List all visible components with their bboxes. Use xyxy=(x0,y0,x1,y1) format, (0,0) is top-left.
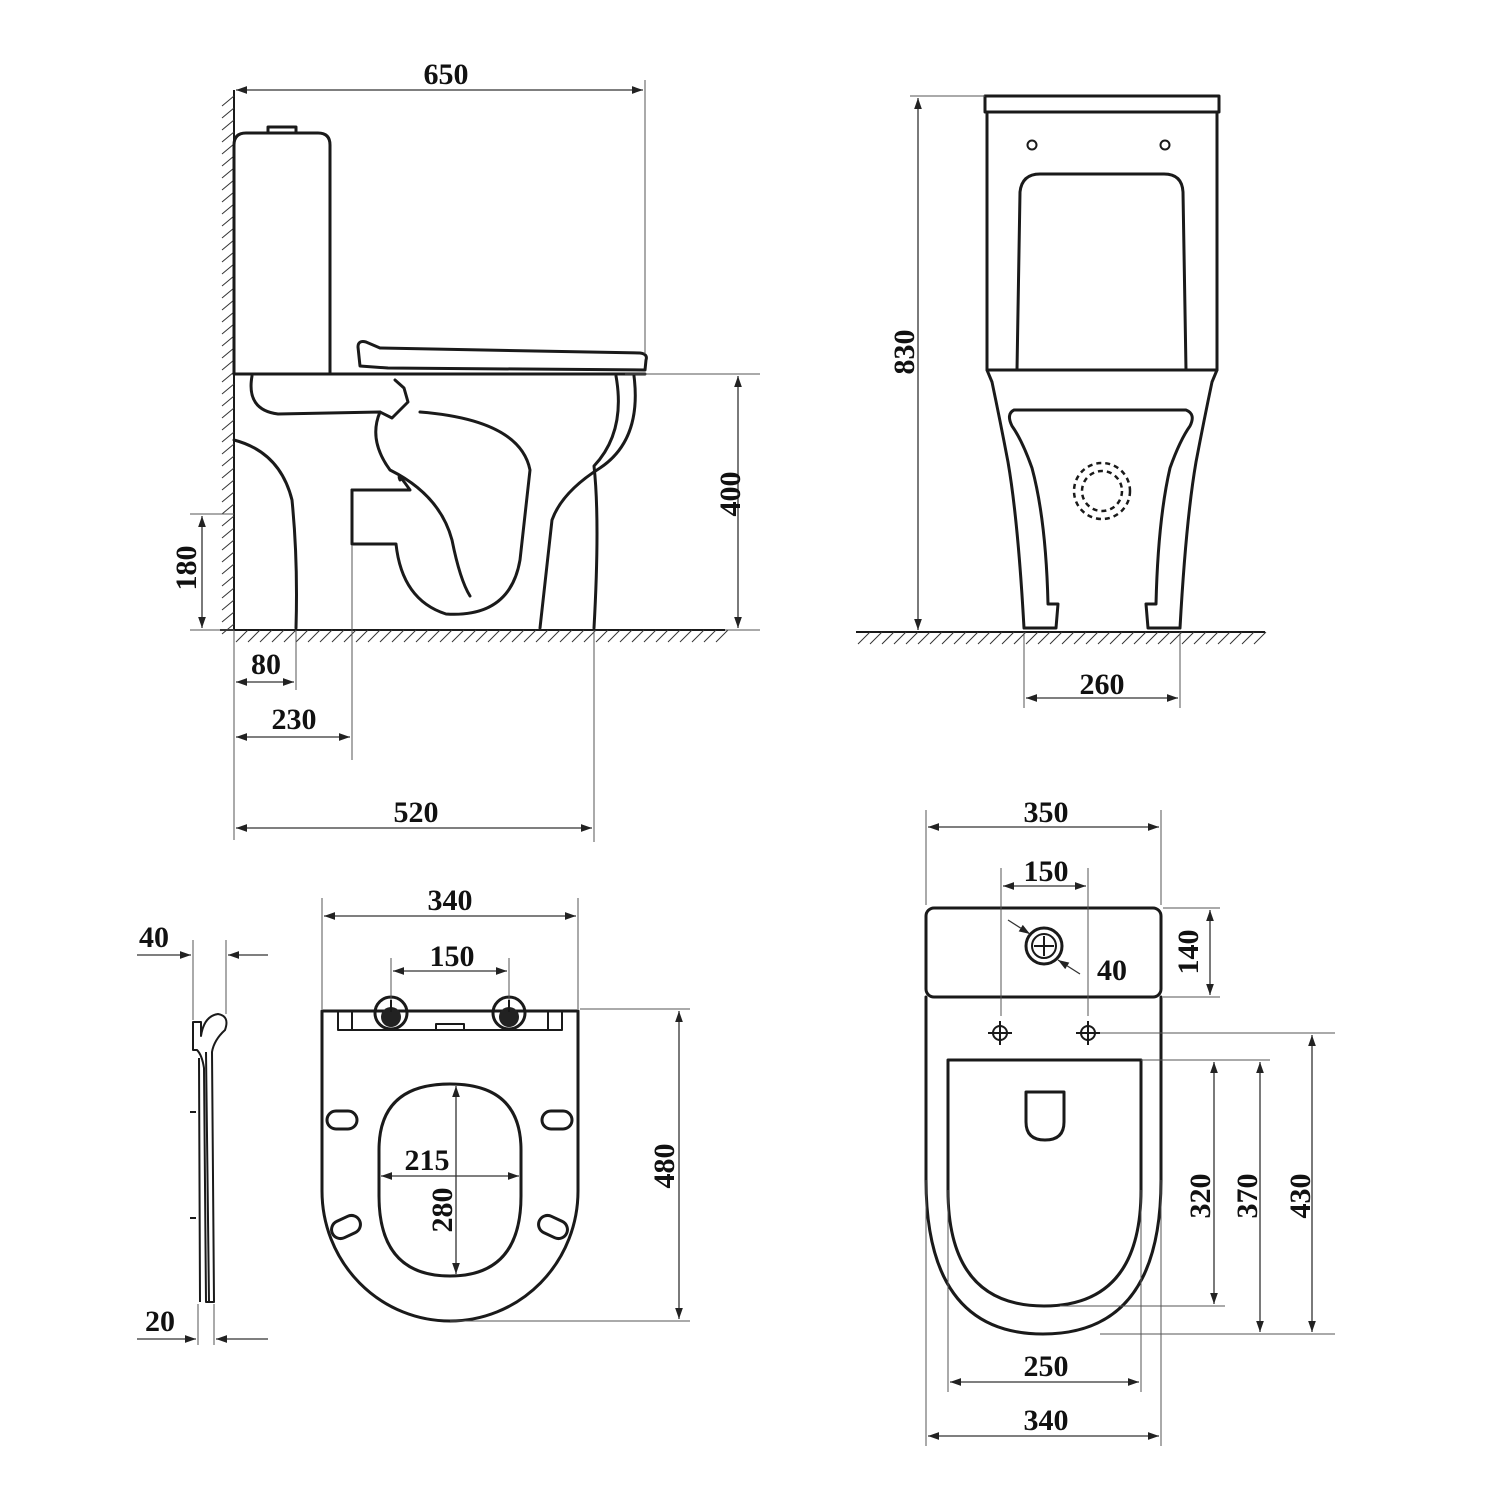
seat-profile: 40 20 xyxy=(137,921,268,1345)
dim-wall-to-outlet: 230 xyxy=(272,703,317,736)
outlet-hole-outer xyxy=(1072,461,1132,521)
dim-depth-320: 320 xyxy=(1184,1174,1217,1219)
bowl-outlet-top xyxy=(1024,1090,1066,1142)
dim-cistern-width: 350 xyxy=(1024,796,1069,829)
dim-seat-thickness-bottom: 20 xyxy=(145,1305,175,1338)
pedestal-front xyxy=(232,438,298,630)
dim-wall-to-foot: 80 xyxy=(251,648,281,681)
trapway xyxy=(350,410,532,616)
seat-hole-right xyxy=(1076,1021,1100,1045)
dim-button-diameter: 40 xyxy=(1097,954,1127,987)
bowl-foot-side xyxy=(592,374,620,630)
bowl-top-inner xyxy=(946,1058,1143,1308)
seat-bumper-br xyxy=(537,1213,569,1241)
dim-overall-length: 650 xyxy=(424,58,469,91)
hinge-right xyxy=(491,995,527,1031)
flush-button-top xyxy=(1024,926,1064,966)
dim-foot-spacing: 260 xyxy=(1080,668,1125,701)
dim-bowl-outer-width: 340 xyxy=(1024,1404,1069,1437)
lid-hole-right xyxy=(1159,139,1171,151)
bowl-body-side xyxy=(538,374,637,630)
side-view: 650 400 180 80 230 520 xyxy=(170,58,760,842)
bowl-top-outline xyxy=(924,995,1163,1336)
top-view: 350 150 140 40 320 370 430 250 340 xyxy=(924,796,1335,1446)
dim-depth-430: 430 xyxy=(1284,1174,1317,1219)
outlet-hole-inner xyxy=(1080,469,1124,513)
seat-bumper-bl xyxy=(330,1213,362,1241)
seat-profile-shape xyxy=(192,1013,228,1303)
lid-hole-left xyxy=(1026,139,1038,151)
seat-profile-inner xyxy=(198,1051,210,1303)
front-view: 830 260 xyxy=(856,94,1267,708)
dim-seat-thickness-top: 40 xyxy=(139,921,169,954)
cistern-top xyxy=(924,906,1163,999)
hinge-left xyxy=(373,995,409,1031)
dim-hole-spacing: 150 xyxy=(1024,855,1069,888)
seat-hole-left xyxy=(988,1021,1012,1045)
dim-base-length: 520 xyxy=(394,796,439,829)
dim-opening-length: 280 xyxy=(426,1188,459,1233)
seat-hinge-rail xyxy=(337,1011,563,1031)
flush-button-side xyxy=(266,125,298,135)
cistern-panel xyxy=(1015,172,1188,372)
wall-hatch xyxy=(221,95,235,635)
seat-opening xyxy=(377,1082,523,1278)
dim-hinge-spacing: 150 xyxy=(430,940,475,973)
seat-bumper-tl xyxy=(325,1109,359,1131)
dim-depth-370: 370 xyxy=(1231,1174,1264,1219)
dim-overall-height: 830 xyxy=(888,330,921,375)
cistern-lid-front xyxy=(983,94,1221,114)
dim-opening-width: 215 xyxy=(405,1144,450,1177)
floor-hatch xyxy=(235,629,729,643)
bowl-front xyxy=(985,368,1219,630)
dim-seat-width: 340 xyxy=(428,884,473,917)
dim-seat-length: 480 xyxy=(648,1144,681,1189)
seat-plan: 340 150 215 280 480 xyxy=(320,884,690,1323)
dim-outlet-height: 180 xyxy=(170,546,203,591)
dim-cistern-depth: 140 xyxy=(1172,930,1205,975)
seat-hinge-cover xyxy=(435,1023,465,1031)
seat-side xyxy=(356,340,648,372)
cistern-side xyxy=(232,131,332,376)
dim-bowl-width: 250 xyxy=(1024,1350,1069,1383)
seat-bumper-tr xyxy=(540,1109,574,1131)
cistern-front xyxy=(985,110,1219,372)
front-floor-hatch xyxy=(857,631,1267,645)
dim-seat-height: 400 xyxy=(714,472,747,517)
outlet-pipe xyxy=(350,475,412,492)
rim-inner xyxy=(249,374,410,420)
